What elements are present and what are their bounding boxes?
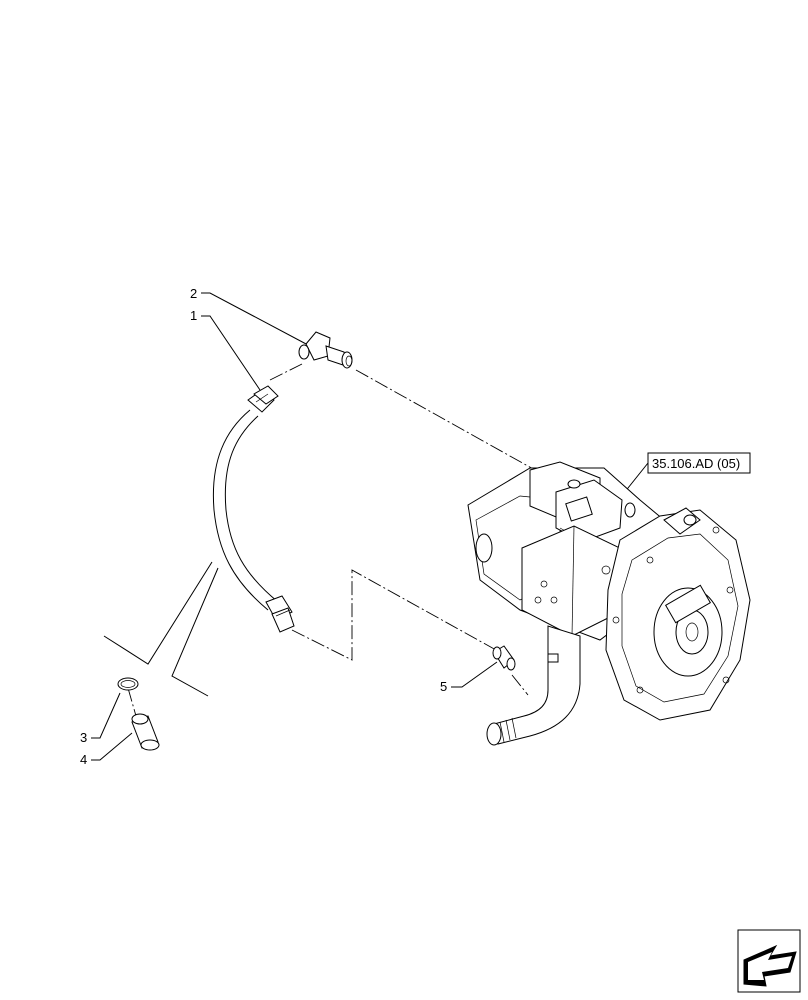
assembly-line-hose-fitting <box>291 569 497 661</box>
cap-top <box>131 713 149 725</box>
callout-1-leader <box>201 315 261 391</box>
suction-pipe <box>486 625 581 746</box>
fitting-part-5[interactable] <box>492 645 516 671</box>
cap-part-4[interactable] <box>131 713 160 751</box>
callout-2-leader <box>201 292 309 346</box>
hose-part-1[interactable] <box>212 385 295 633</box>
hose-outline-a <box>212 409 269 611</box>
callout-3[interactable]: 3 <box>80 692 121 745</box>
assembly-line-elbow-pump <box>355 369 536 471</box>
hose-bottom-fitting <box>265 595 295 633</box>
section-lines <box>103 561 219 697</box>
callout-1-label: 1 <box>190 308 197 323</box>
reference-label: 35.106.AD (05) <box>652 456 740 471</box>
hose-outline-b <box>224 415 279 603</box>
callout-1[interactable]: 1 <box>190 308 261 391</box>
pump-end-cap <box>475 533 493 563</box>
o-ring-part-3[interactable] <box>117 677 139 691</box>
elbow-fitting-part-2[interactable] <box>298 331 353 369</box>
callout-3-label: 3 <box>80 730 87 745</box>
elbow-port-a <box>298 344 310 360</box>
callout-2-label: 2 <box>190 286 197 301</box>
flywheel-housing <box>605 507 751 721</box>
cap-bottom <box>140 739 160 751</box>
callout-4[interactable]: 4 <box>80 732 133 767</box>
fitting-end <box>506 657 516 671</box>
pump-assembly[interactable] <box>467 461 751 746</box>
callout-5-leader <box>451 661 498 688</box>
callout-4-leader <box>91 732 133 761</box>
callout-5-label: 5 <box>440 679 447 694</box>
next-page-arrow-icon[interactable] <box>737 929 801 993</box>
fitting-port <box>492 646 502 660</box>
callout-3-leader <box>91 692 121 739</box>
assembly-line-ring-cap <box>127 687 137 717</box>
callout-4-label: 4 <box>80 752 87 767</box>
assembly-line-hose-elbow <box>269 363 303 381</box>
callout-2[interactable]: 2 <box>190 286 309 346</box>
hose-top-fitting <box>247 385 279 413</box>
callout-5[interactable]: 5 <box>440 661 498 694</box>
o-ring <box>117 677 139 691</box>
assembly-line-fitting-pipe <box>511 674 529 696</box>
